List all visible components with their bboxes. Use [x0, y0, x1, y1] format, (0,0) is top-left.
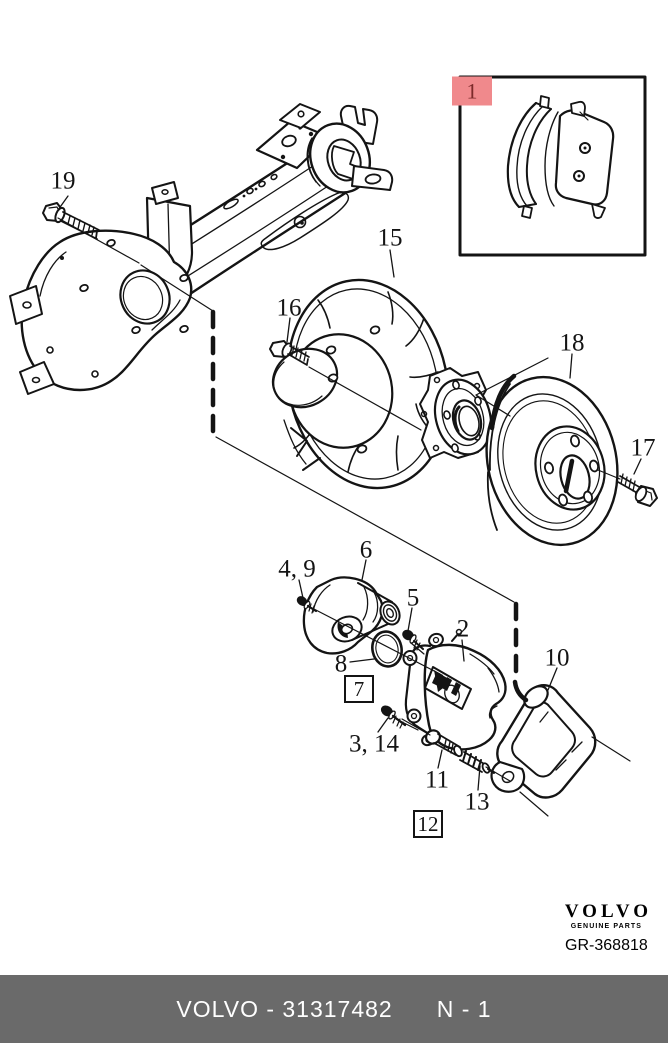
footer-sheet-number: N - 1	[436, 995, 492, 1022]
parking-brake-motor-drawing	[300, 576, 401, 655]
subframe-arm-drawing	[145, 103, 394, 308]
bolt-19-drawing	[42, 202, 100, 240]
callout-2[interactable]: 2	[456, 615, 470, 643]
caliper-bracket-drawing	[490, 684, 597, 799]
footer-bar: VOLVO - 31317482 N - 1	[0, 975, 668, 1043]
callout-10[interactable]: 10	[544, 644, 570, 672]
o-ring-drawing	[371, 630, 403, 668]
genuine-parts-label: GENUINE PARTS	[570, 923, 643, 930]
brake-pads-box	[458, 75, 647, 257]
leader-lines	[57, 195, 642, 817]
hub-drawing	[419, 367, 493, 459]
brake-disc-drawing	[485, 373, 619, 547]
callout-3-14[interactable]: 3, 14	[349, 730, 399, 758]
bolt-5-drawing	[402, 629, 425, 651]
splash-shield-drawing	[271, 278, 450, 490]
callout-11[interactable]: 11	[424, 766, 450, 794]
callout-5[interactable]: 5	[406, 584, 420, 612]
volvo-wordmark: VOLVO	[564, 901, 652, 922]
callout-6[interactable]: 6	[359, 536, 373, 564]
callout-13[interactable]: 13	[464, 788, 490, 816]
bolt-4-9-drawing	[296, 596, 318, 614]
footer-part-number: VOLVO - 31317482	[176, 995, 393, 1022]
bolt-16-drawing	[269, 340, 310, 366]
callout-17[interactable]: 17	[630, 434, 656, 462]
callout-19[interactable]: 19	[50, 167, 76, 195]
knuckle-drawing	[9, 229, 193, 395]
guide-pin-drawing	[424, 729, 463, 758]
caliper-drawing	[402, 628, 507, 751]
callout-12[interactable]: 12	[413, 810, 443, 838]
callout-1[interactable]: 1	[452, 76, 492, 106]
genuine-parts-stamp: VOLVO GENUINE PARTS GR-368818	[565, 901, 648, 955]
callout-7[interactable]: 7	[344, 675, 374, 703]
callout-16[interactable]: 16	[276, 294, 302, 322]
guide-pin-boot-drawing	[459, 750, 495, 774]
callout-8[interactable]: 8	[334, 650, 348, 678]
bolt-17-drawing	[617, 473, 658, 507]
graphic-reference-id: GR-368818	[565, 937, 648, 954]
callout-18[interactable]: 18	[559, 329, 585, 357]
callout-15[interactable]: 15	[377, 224, 403, 252]
callout-4-9[interactable]: 4, 9	[278, 555, 316, 583]
brake-pads-drawing	[506, 95, 615, 219]
dashed-reference-lines	[210, 309, 529, 703]
